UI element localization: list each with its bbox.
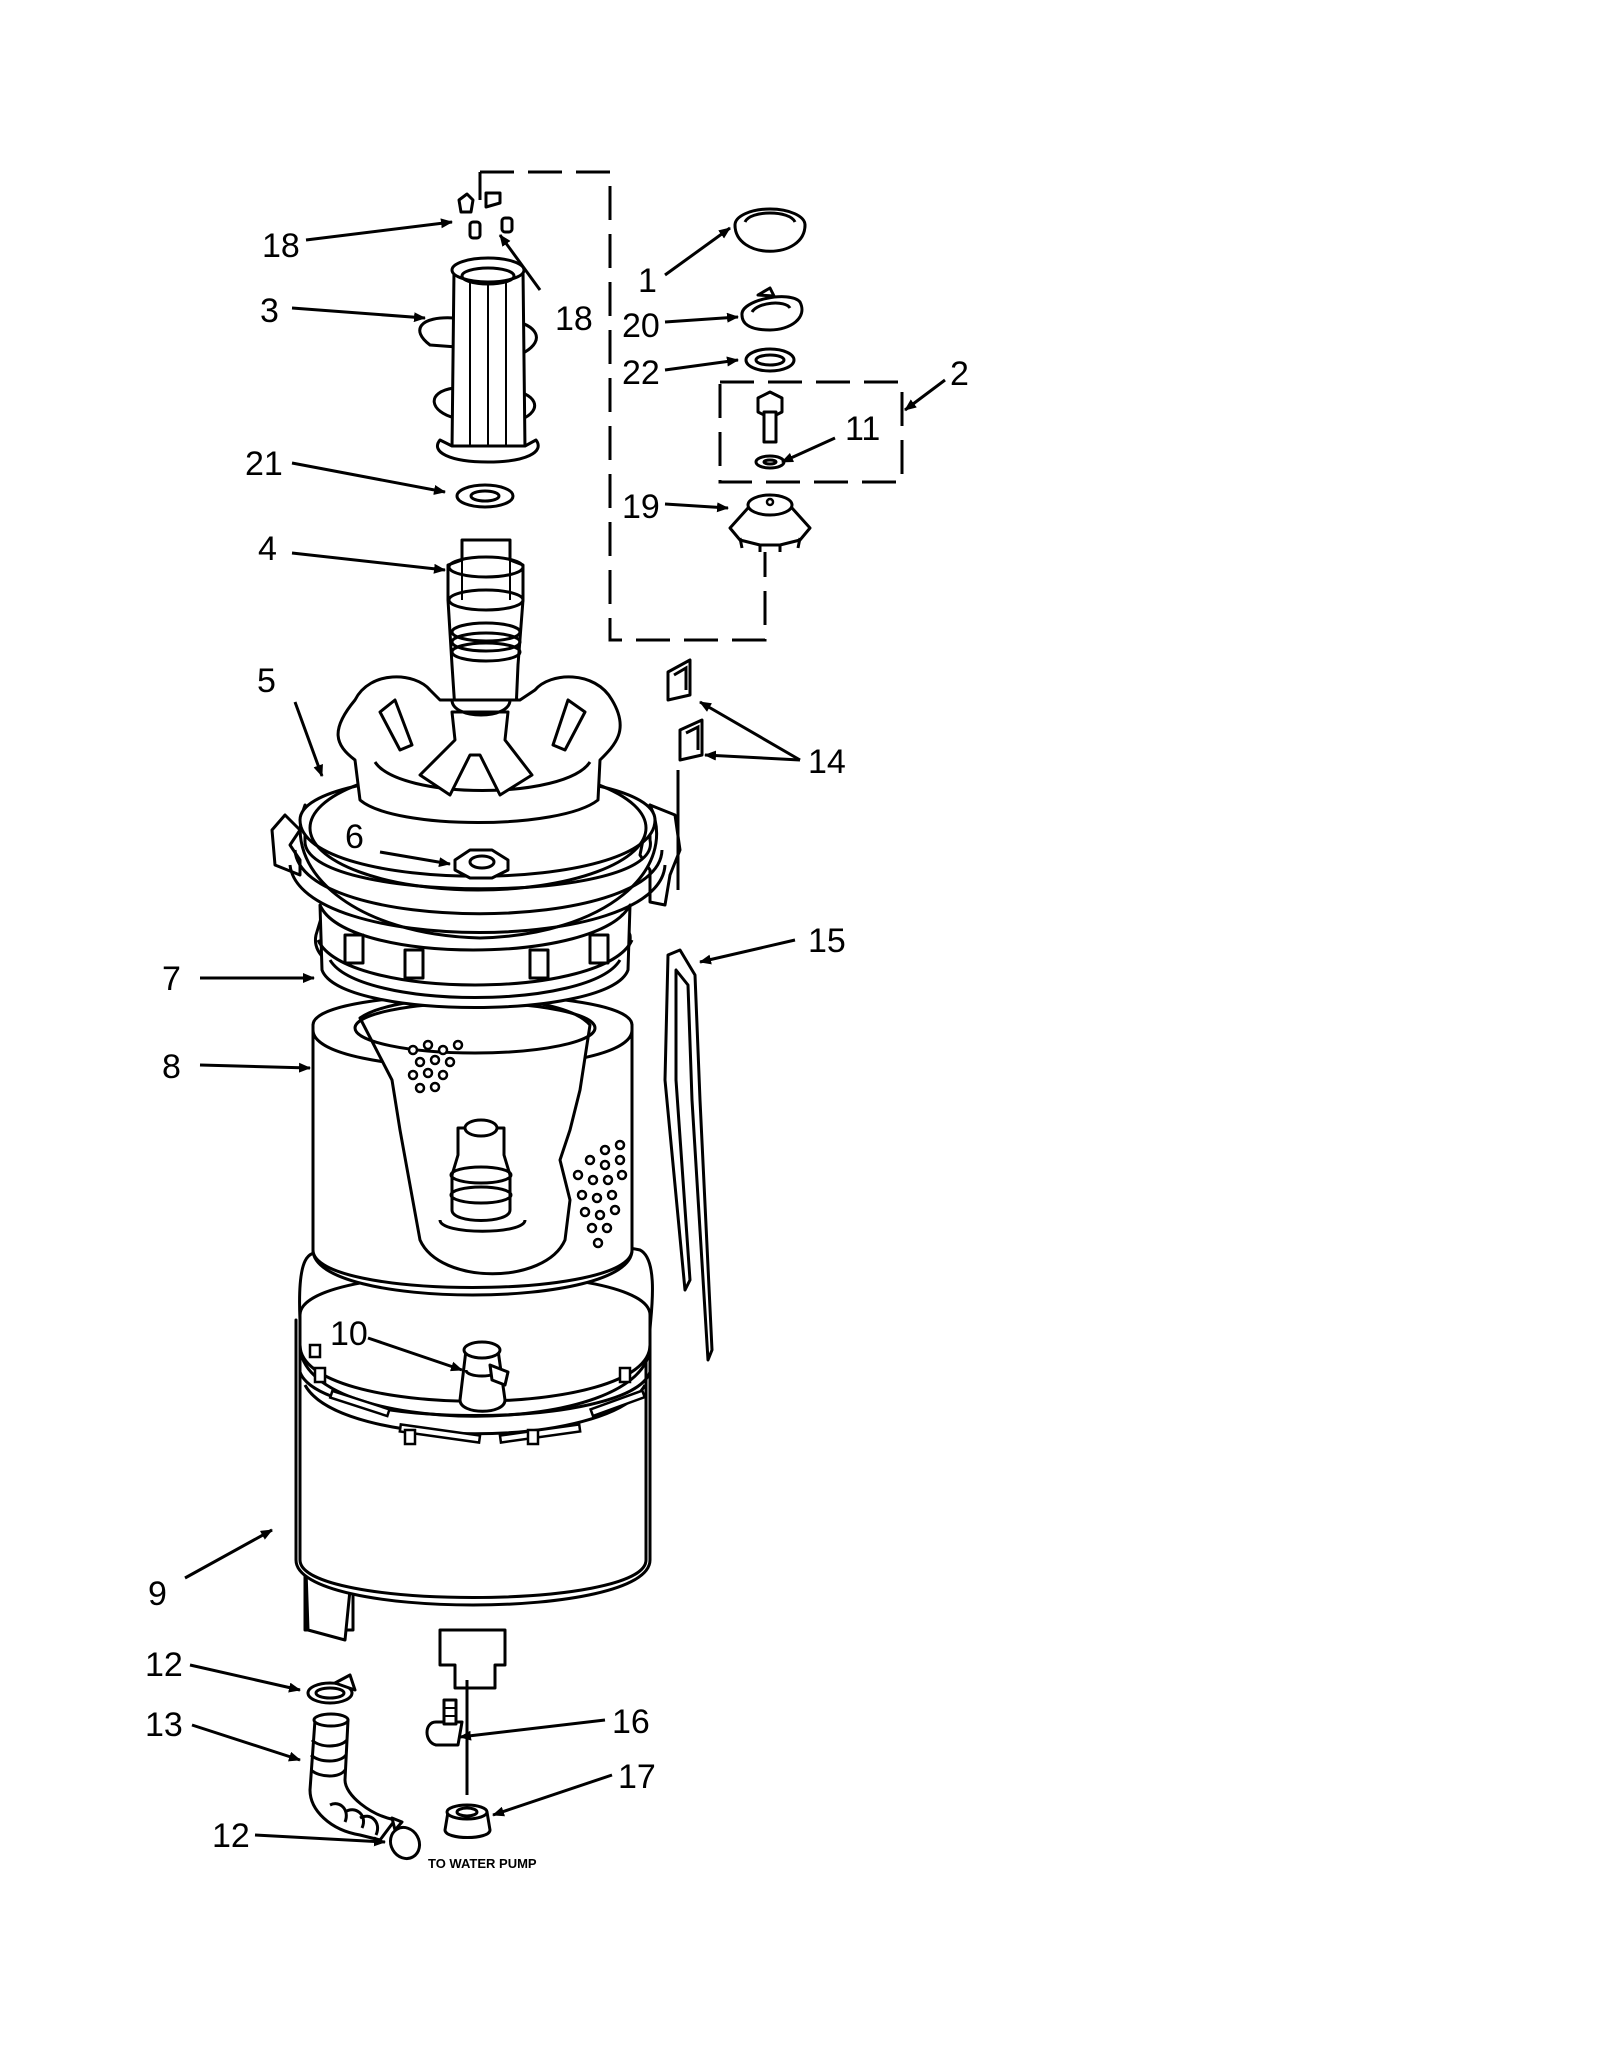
leader-lines: [184, 218, 946, 1847]
callout-16: 16: [612, 1703, 650, 1741]
part-9-outer-tub: [294, 1241, 654, 1690]
callout-13: 13: [145, 1706, 183, 1744]
part-15-shield: [663, 948, 714, 1362]
part-10-hub: [458, 1340, 510, 1413]
callout-2: 2: [950, 355, 969, 393]
to-water-pump-note: TO WATER PUMP: [428, 1856, 537, 1871]
assembly-bracket-dashed: [480, 170, 767, 642]
part-9-tub-vents: [308, 1343, 647, 1446]
part-16-bolt: [425, 1698, 464, 1747]
part-20-retainer: [740, 286, 804, 332]
part-1-cap: [733, 207, 807, 253]
callout-4: 4: [258, 530, 277, 568]
callout-18-right: 18: [555, 300, 593, 338]
callout-10: 10: [330, 1315, 368, 1353]
callout-17: 17: [618, 1758, 656, 1796]
callout-20: 20: [622, 307, 660, 345]
part-12-clamp-bottom: [388, 1816, 422, 1861]
callout-8: 8: [162, 1048, 181, 1086]
part-13-drain-hose: [308, 1712, 397, 1842]
callout-5: 5: [257, 662, 276, 700]
part-4-drive-shaft: [446, 538, 525, 712]
part-19-base: [728, 493, 812, 552]
part-22-o-ring: [744, 347, 796, 373]
part-17-nut: [443, 1803, 492, 1839]
callout-12-bottom: 12: [212, 1817, 250, 1855]
part-5-agitator-cap: [336, 675, 622, 824]
callout-22: 22: [622, 354, 660, 392]
part-11-seal-kit: [754, 390, 786, 470]
part-8-basket-holes: [407, 1039, 628, 1249]
callout-18-left: 18: [262, 227, 300, 265]
part-3-auger: [418, 256, 540, 464]
part-21-washer: [455, 483, 515, 509]
part-8-basket: [311, 993, 634, 1297]
callout-9: 9: [148, 1575, 167, 1613]
part-14-clips: [666, 658, 704, 890]
part-6-nut: [453, 848, 510, 880]
part-7-balance-ring: [314, 903, 634, 1009]
callout-12-top: 12: [145, 1646, 183, 1684]
callout-15: 15: [808, 922, 846, 960]
seal-kit-dashed-box: [718, 380, 904, 484]
callout-14: 14: [808, 743, 846, 781]
part-18-clips: [457, 191, 514, 240]
part-12-clamp-top: [306, 1673, 357, 1705]
callout-21: 21: [245, 445, 283, 483]
callout-3: 3: [260, 292, 279, 330]
callout-7: 7: [162, 960, 181, 998]
callout-19: 19: [622, 488, 660, 526]
callout-1: 1: [638, 262, 657, 300]
callout-6: 6: [345, 818, 364, 856]
callout-11: 11: [845, 410, 880, 448]
